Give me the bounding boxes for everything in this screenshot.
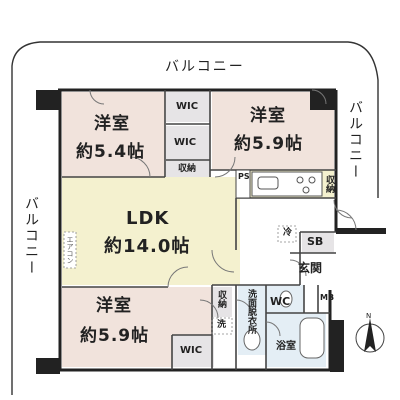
north-arrow-icon: N: [355, 312, 385, 353]
wic-top-label: WIC: [176, 101, 199, 112]
entrance-label: 玄関: [298, 261, 323, 275]
aircon-mark: [63, 231, 77, 269]
interior-walls: [62, 90, 336, 370]
column-top-right: [310, 90, 336, 110]
mb-label: MB: [320, 293, 335, 302]
column-bottom-right: [330, 320, 344, 372]
western-room-top-left-name: 洋室: [94, 114, 130, 134]
toilet-icon: [279, 290, 293, 308]
fridge-space: [277, 225, 297, 243]
column-sb: [336, 228, 386, 234]
balcony-outline: [11, 41, 379, 395]
wc-label: WC: [270, 295, 291, 308]
svg-text:N: N: [366, 312, 371, 320]
washbasin-icon: [243, 329, 261, 351]
sink-icon: [257, 176, 279, 190]
ps-label: PS: [238, 172, 250, 181]
storage-top-label: 収納: [178, 164, 197, 174]
wic-middle-label: WIC: [174, 137, 197, 148]
western-room-bottom-left-size: 約5.9帖: [80, 326, 150, 346]
stove-icon: [296, 176, 316, 194]
aircon-label: エアコン: [66, 236, 74, 264]
wic-bottom-label: WIC: [180, 345, 203, 356]
washer-label: 洗: [217, 320, 227, 330]
fridge-label: 冷: [283, 228, 293, 238]
balcony-right-label: バルコニー: [347, 100, 363, 180]
balcony-top-label: バルコニー: [165, 59, 245, 75]
sb-label: SB: [307, 235, 324, 248]
bathtub-icon: [299, 317, 325, 359]
wic-top-closet: [166, 92, 210, 122]
western-room-bottom-left-name: 洋室: [96, 296, 132, 316]
storage-top-closet: [166, 162, 210, 177]
western-room-top-right-name: 洋室: [250, 106, 286, 126]
column-ps: [235, 169, 251, 199]
ldk-floor: [62, 177, 240, 285]
entrance-floor: [290, 253, 334, 285]
washer-space: [211, 317, 233, 335]
sb-closet: [302, 232, 334, 253]
washroom-label: 洗面脱衣所: [246, 289, 256, 334]
wic-bottom-closet: [172, 335, 214, 367]
storage-bottom-label: 収納: [216, 290, 226, 308]
door-swings: [89, 89, 357, 337]
ldk-name: LDK: [126, 208, 170, 229]
column-top-left: [36, 90, 60, 110]
storage-bottom-closet: [212, 287, 232, 317]
western-room-top-left-size: 約5.4帖: [76, 142, 146, 162]
ldk-size: 約14.0帖: [104, 236, 191, 257]
western-room-top-right-size: 約5.9帖: [234, 134, 304, 154]
column-bottom-left: [36, 358, 60, 374]
balcony-left-label: バルコニー: [23, 196, 39, 276]
bath-label: 浴室: [276, 341, 296, 352]
western-room-top-left-floor: [62, 92, 165, 177]
storage-kitchen-label: 収納: [324, 175, 334, 193]
wic-middle-closet: [166, 126, 210, 162]
